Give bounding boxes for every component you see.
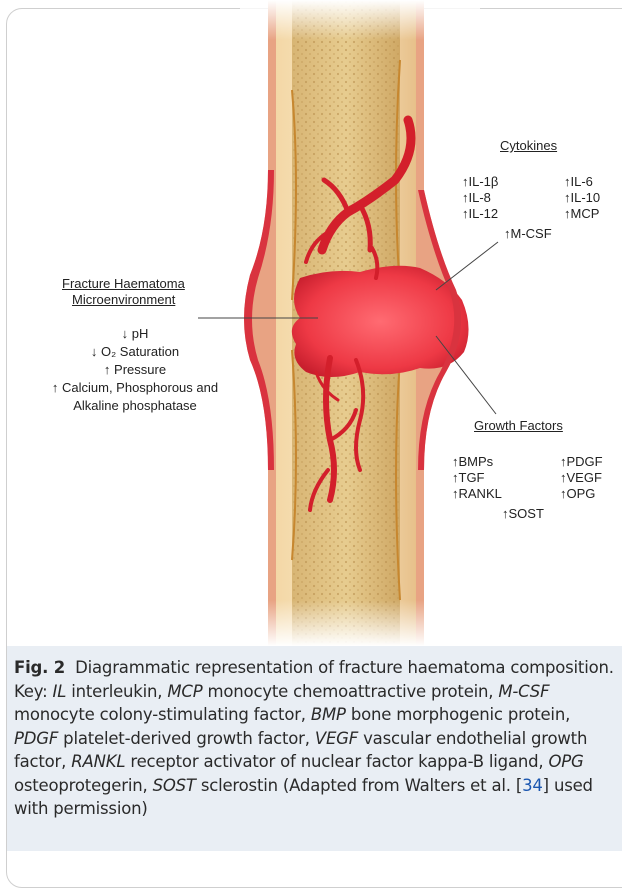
fracture-bone-illustration <box>0 0 622 646</box>
gf-rankl: ↑RANKL <box>452 486 502 502</box>
caption-text: bone morphogenic protein, <box>346 705 570 724</box>
haematoma-item-pressure: ↑ Pressure <box>60 362 210 378</box>
gf-bmps: ↑BMPs <box>452 454 493 470</box>
haematoma-item-calcium: ↑ Calcium, Phosphorous and <box>30 380 240 396</box>
caption-key: BMP <box>311 705 346 724</box>
reference-link-34[interactable]: 34 <box>522 776 543 795</box>
caption-key: RANKL <box>71 752 125 771</box>
cytokine-il6: ↑IL-6 <box>564 174 593 190</box>
growth-factors-heading: Growth Factors <box>474 418 563 434</box>
caption-key: MCP <box>167 682 202 701</box>
caption-text: receptor activator of nuclear factor kap… <box>125 752 548 771</box>
caption-text: sclerostin (Adapted from Walters et al. … <box>196 776 522 795</box>
cytokine-il1b: ↑IL-1β <box>462 174 498 190</box>
gf-opg: ↑OPG <box>560 486 595 502</box>
haematoma-heading-line1: Fracture Haematoma <box>62 276 185 292</box>
gf-vegf: ↑VEGF <box>560 470 602 486</box>
cytokine-il10: ↑IL-10 <box>564 190 600 206</box>
caption-lead: Fig. 2 <box>14 658 65 677</box>
caption-key: PDGF <box>14 729 58 748</box>
caption-key: OPG <box>549 752 584 771</box>
caption-text: monocyte colony-stimulating factor, <box>14 705 311 724</box>
caption-text: platelet-derived growth factor, <box>58 729 315 748</box>
haematoma-item-o2: ↓ O₂ Saturation <box>60 344 210 360</box>
caption-key: IL <box>53 682 67 701</box>
cytokine-il8: ↑IL-8 <box>462 190 491 206</box>
caption-key: SOST <box>153 776 196 795</box>
cytokine-mcp: ↑MCP <box>564 206 599 222</box>
cytokines-heading: Cytokines <box>500 138 557 154</box>
haematoma-item-alp: Alkaline phosphatase <box>30 398 240 414</box>
haematoma-item-ph: ↓ pH <box>60 326 210 342</box>
gf-pdgf: ↑PDGF <box>560 454 603 470</box>
caption-key: VEGF <box>315 729 358 748</box>
caption-text: interleukin, <box>66 682 167 701</box>
caption-text: monocyte chemoattractive protein, <box>202 682 498 701</box>
caption-key: M-CSF <box>498 682 549 701</box>
caption-text: osteoprotegerin, <box>14 776 153 795</box>
figure-caption: Fig. 2 Diagrammatic representation of fr… <box>14 656 614 821</box>
haematoma-heading-line2: Microenvironment <box>72 292 175 308</box>
gf-sost: ↑SOST <box>502 506 544 522</box>
gf-tgf: ↑TGF <box>452 470 485 486</box>
cytokine-il12: ↑IL-12 <box>462 206 498 222</box>
cytokine-mcsf: ↑M-CSF <box>504 226 552 242</box>
